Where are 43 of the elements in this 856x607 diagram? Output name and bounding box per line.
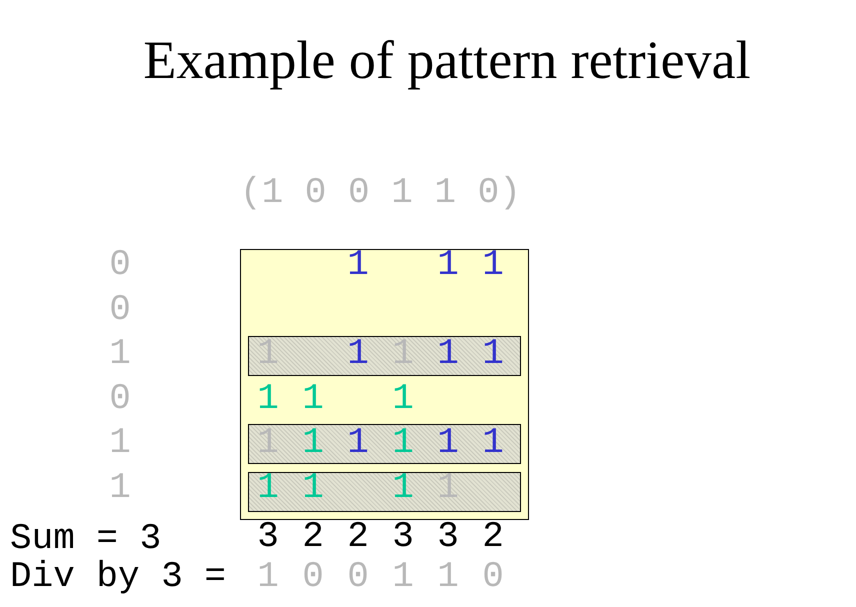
matrix-digit: 1 [391,379,415,419]
result-digit: 1 [391,557,415,597]
matrix-digit: 1 [301,423,325,463]
highlighted-row [248,472,521,512]
row-value: 1 [108,423,132,463]
matrix-digit: 1 [436,334,460,374]
matrix-digit: 1 [481,245,505,285]
matrix-digit: 1 [256,379,280,419]
column-sum: 2 [301,517,325,557]
matrix-digit: 1 [256,468,280,508]
column-sum: 2 [481,517,505,557]
matrix-digit: 1 [346,423,370,463]
matrix-digit: 1 [436,423,460,463]
matrix-digit: 1 [301,468,325,508]
result-digit: 1 [436,557,460,597]
row-value: 1 [108,468,132,508]
row-value: 1 [108,334,132,374]
column-sum: 3 [391,517,415,557]
sum-label: Sum = 3 [10,519,162,559]
result-digit: 0 [301,557,325,597]
vector-label: (1 0 0 1 1 0) [240,173,521,213]
matrix-digit: 1 [391,468,415,508]
matrix-digit: 1 [481,423,505,463]
title: Example of pattern retrieval [142,29,752,92]
result-digit: 0 [346,557,370,597]
column-sum: 2 [346,517,370,557]
highlighted-row [248,424,521,464]
result-digit: 1 [256,557,280,597]
matrix-panel [240,249,529,520]
matrix-digit: 1 [391,423,415,463]
matrix-digit: 1 [481,334,505,374]
matrix-digit: 1 [301,379,325,419]
result-label: Div by 3 = [10,557,226,597]
result-digit: 0 [481,557,505,597]
column-sum: 3 [436,517,460,557]
row-value: 0 [108,245,132,285]
highlighted-row [248,336,521,376]
row-value: 0 [108,290,132,330]
row-value: 0 [108,379,132,419]
column-sum: 3 [256,517,280,557]
matrix-digit: 1 [346,334,370,374]
matrix-digit: 1 [436,245,460,285]
matrix-digit: 1 [346,245,370,285]
